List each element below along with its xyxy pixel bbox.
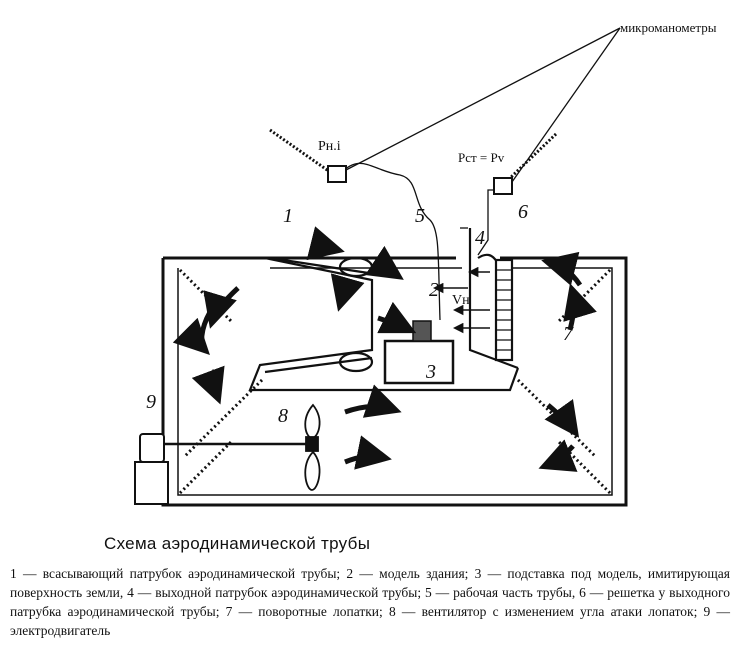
leader-lines (345, 27, 621, 183)
flow-arrows (172, 226, 597, 472)
velocity-label: Vн (452, 293, 470, 308)
intake-nozzle (248, 256, 520, 392)
static-pressure-label: Pст = Pv (458, 150, 505, 165)
wind-tunnel-diagram: микроманометры Pн.i Pст = Pv Vн 1 2 3 4 … (134, 20, 717, 507)
total-pressure-label: Pн.i (318, 139, 341, 154)
caption-title: Схема аэродинамической трубы (104, 534, 371, 553)
inlet-arrows (432, 266, 490, 334)
label-3: 3 (425, 361, 436, 383)
electric-motor (134, 433, 169, 505)
micromanometer-left (269, 128, 347, 183)
micromanometers-label: микроманометры (620, 20, 717, 35)
label-9: 9 (146, 391, 156, 413)
model-stand (383, 339, 455, 385)
caption-legend: 1 — всасывающий патрубок аэродинамическо… (10, 566, 730, 638)
label-4: 4 (475, 227, 485, 249)
label-6: 6 (518, 201, 528, 223)
label-2: 2 (429, 279, 439, 301)
micromanometer-right (493, 132, 558, 195)
label-5: 5 (415, 205, 425, 227)
outlet-nozzle (468, 228, 519, 370)
intake-ring-top (338, 256, 374, 278)
label-8: 8 (278, 405, 288, 427)
label-1: 1 (283, 205, 293, 227)
label-7: 7 (563, 323, 574, 345)
fan (304, 403, 321, 491)
building-model (412, 320, 432, 342)
